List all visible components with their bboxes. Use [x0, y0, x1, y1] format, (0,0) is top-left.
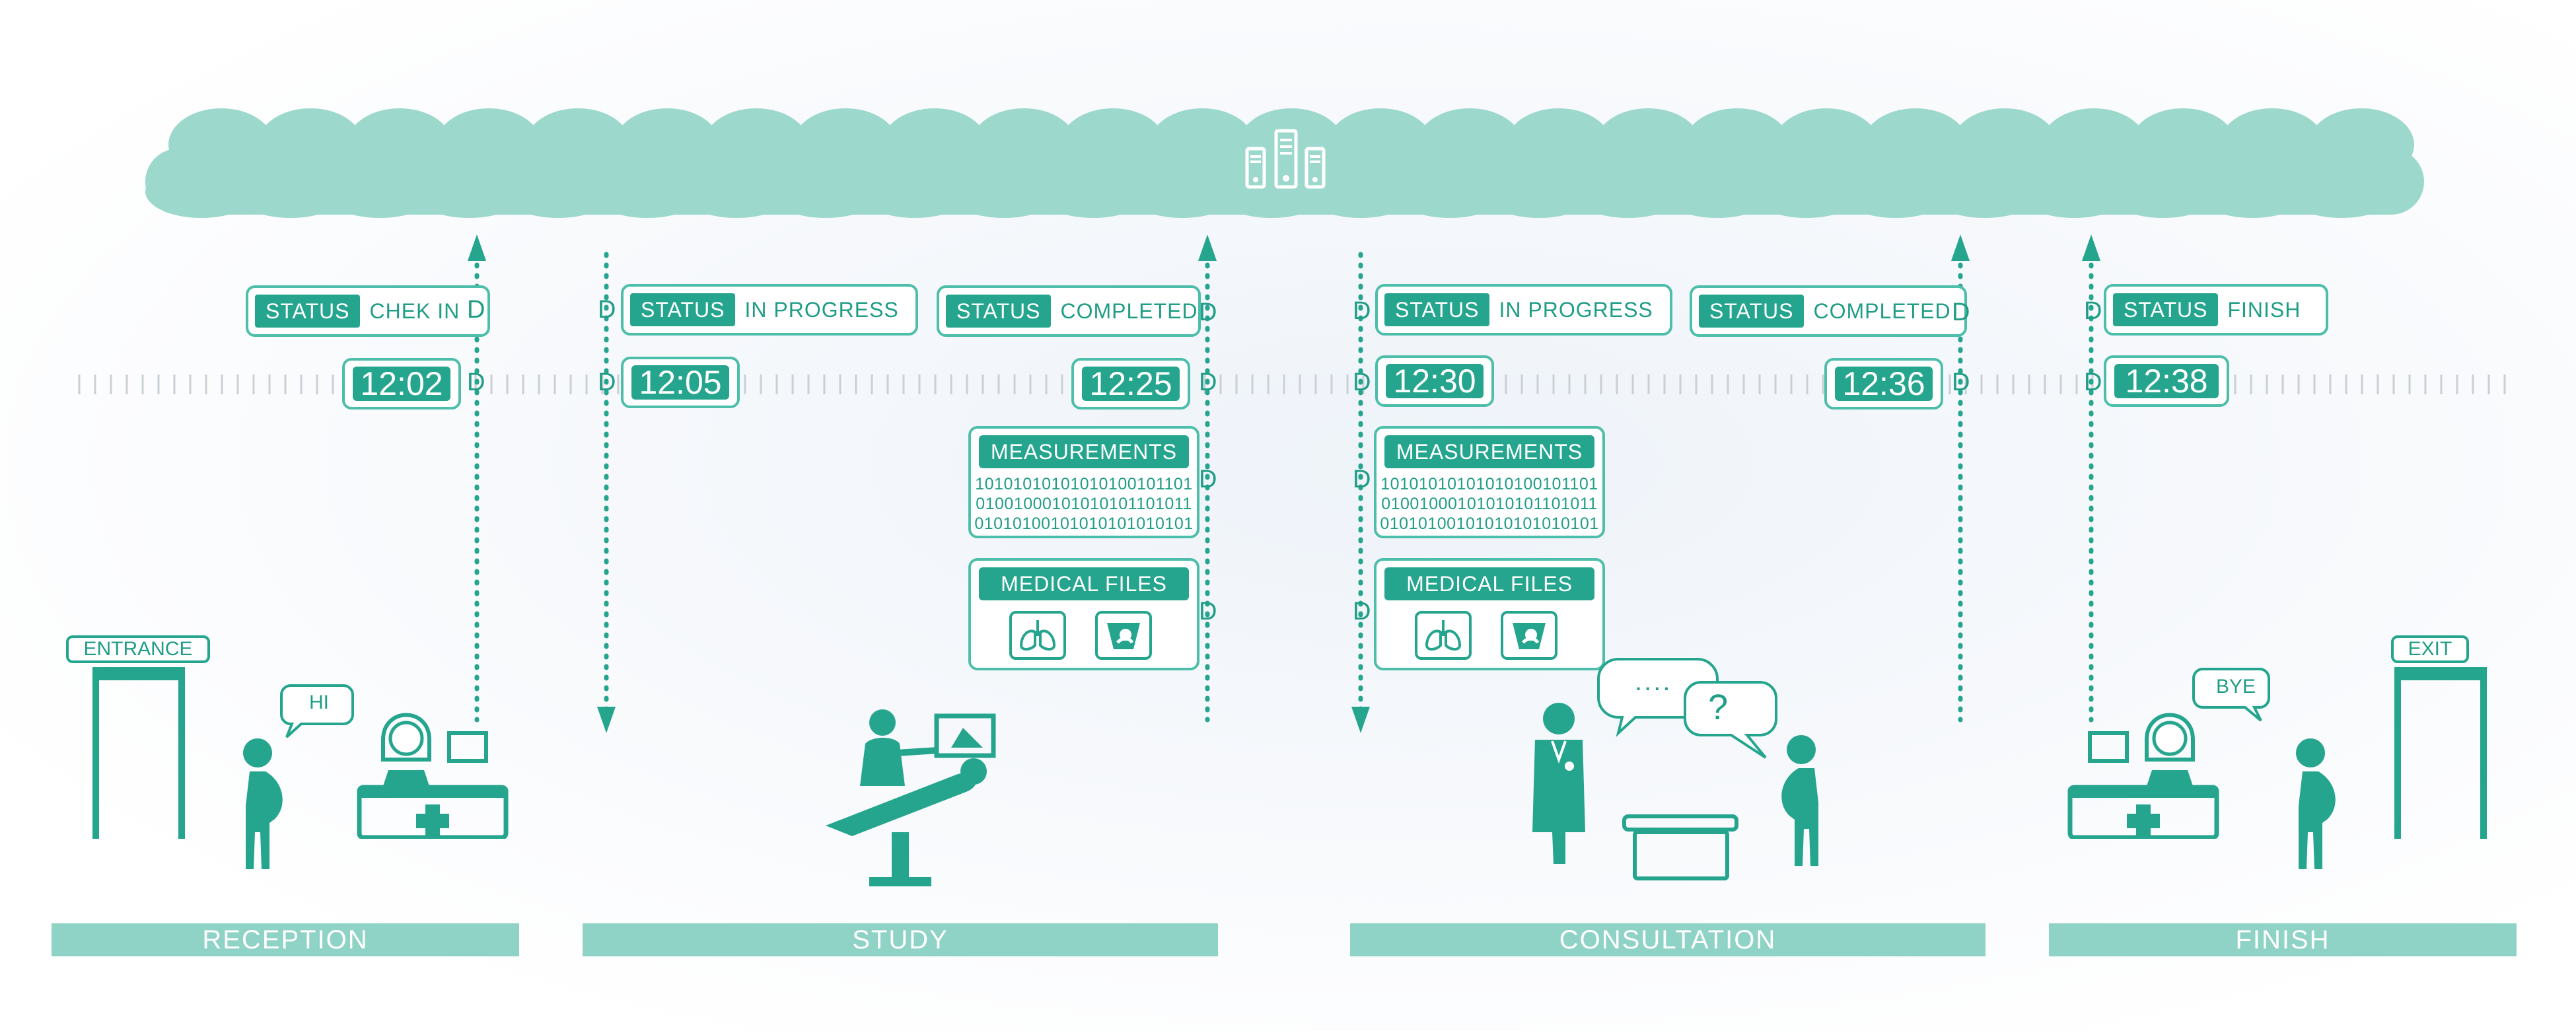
ultrasound-exam-icon — [826, 709, 996, 886]
time-box: 12:25 — [1071, 358, 1190, 409]
time-box: 12:30 — [1375, 355, 1494, 407]
time-value: 12:36 — [1835, 365, 1933, 402]
measurements-box: MEASUREMENTS 10101010101010100101101 010… — [1374, 426, 1605, 538]
arrow-down-icon — [1351, 707, 1370, 733]
time-value: 12:25 — [1082, 365, 1180, 402]
status-tag: STATUS — [2113, 293, 2219, 326]
status-value: COMPLETED — [1813, 299, 1951, 323]
status-value: COMPLETED — [1060, 299, 1198, 323]
time-value: 12:30 — [1386, 363, 1484, 400]
data-marker: D — [1353, 369, 1371, 396]
arrow-up-icon — [468, 234, 486, 261]
exit-gate-icon — [2394, 667, 2487, 839]
time-box: 12:05 — [621, 357, 740, 408]
stage-bar-study: STUDY — [583, 923, 1218, 956]
measurements-box: MEASUREMENTS 10101010101010100101101 010… — [968, 426, 1199, 538]
speech-bubble-hi — [280, 684, 354, 738]
stage-bar-finish: FINISH — [2049, 923, 2517, 956]
time-box: 12:02 — [342, 358, 461, 409]
time-value: 12:05 — [631, 364, 729, 401]
time-value: 12:38 — [2114, 363, 2219, 400]
data-marker: D — [1952, 369, 1970, 396]
receptionist-desk-icon — [2067, 713, 2219, 839]
data-marker: D — [1952, 299, 1970, 326]
bubble-hi-text: HI — [309, 692, 329, 713]
measurements-title: MEASUREMENTS — [1384, 435, 1594, 468]
doctor-icon — [1532, 703, 1585, 864]
status-box-completed: STATUS COMPLETED — [937, 285, 1201, 337]
lungs-icon — [1009, 611, 1066, 660]
stage-bar-consultation: CONSULTATION — [1350, 923, 1986, 956]
receptionist-desk-icon — [357, 713, 509, 839]
cloud-lobe — [2285, 165, 2398, 218]
binary-line: 01001000101010101101011 — [976, 495, 1192, 513]
data-marker: D — [1199, 466, 1217, 493]
bubble-dots-text: .... — [1635, 667, 1672, 696]
time-value: 12:02 — [353, 365, 450, 402]
entrance-gate-icon — [92, 667, 185, 839]
measurements-title: MEASUREMENTS — [979, 435, 1189, 468]
lungs-icon — [1415, 611, 1472, 660]
data-marker: D — [1199, 299, 1217, 326]
status-tag: STATUS — [946, 295, 1052, 328]
pregnant-patient-icon — [1781, 735, 1818, 866]
binary-line: 01001000101010101101011 — [1381, 495, 1598, 513]
medical-files-title: MEDICAL FILES — [1384, 567, 1594, 600]
arrow-up-icon — [1198, 234, 1217, 261]
pregnant-patient-icon — [2296, 738, 2336, 869]
entrance-label: ENTRANCE — [66, 635, 210, 663]
data-marker: D — [2084, 369, 2102, 396]
status-tag: STATUS — [1699, 295, 1805, 328]
data-marker: D — [1353, 598, 1371, 625]
status-box-completed: STATUS COMPLETED — [1690, 285, 1967, 337]
status-value: IN PROGRESS — [1499, 297, 1653, 322]
status-tag: STATUS — [1384, 293, 1490, 326]
data-marker: D — [1353, 466, 1371, 493]
ultrasound-icon — [1095, 611, 1152, 660]
pregnant-patient-icon — [243, 738, 283, 869]
server-icon — [1245, 129, 1326, 189]
binary-line: 10101010101010100101101 — [1380, 475, 1598, 493]
ultrasound-icon — [1501, 611, 1557, 660]
data-marker: D — [467, 369, 485, 396]
consultation-bed-icon — [1622, 814, 1738, 880]
status-tag: STATUS — [255, 295, 361, 328]
status-box-checkin: STATUS CHEK IN — [246, 285, 490, 337]
data-marker: D — [1199, 369, 1217, 396]
data-marker: D — [598, 296, 616, 324]
data-marker: D — [1353, 297, 1371, 325]
status-box-in-progress: STATUS IN PROGRESS — [1375, 284, 1672, 336]
status-box-finish: STATUS FINISH — [2104, 284, 2328, 336]
bubble-question-text: ? — [1708, 688, 1729, 727]
speech-bubble-bye — [2192, 668, 2270, 722]
data-marker: D — [2084, 297, 2102, 325]
arrow-down-icon — [597, 707, 616, 733]
medical-files-box: MEDICAL FILES — [968, 558, 1199, 670]
status-tag: STATUS — [630, 293, 736, 326]
status-value: CHEK IN — [369, 299, 460, 323]
medical-files-title: MEDICAL FILES — [979, 567, 1189, 600]
arrow-up-icon — [1951, 234, 1970, 261]
bubble-bye-text: BYE — [2216, 676, 2256, 697]
status-value: FINISH — [2227, 297, 2301, 322]
exit-label: EXIT — [2391, 635, 2469, 663]
status-value: IN PROGRESS — [744, 297, 899, 322]
binary-line: 01010100101010101010101 — [974, 515, 1194, 533]
time-box: 12:36 — [1824, 358, 1943, 409]
speech-bubble-question — [1684, 681, 1777, 759]
binary-line: 01010100101010101010101 — [1380, 515, 1599, 533]
binary-line: 10101010101010100101101 — [975, 475, 1193, 493]
data-marker: D — [1199, 598, 1217, 625]
medical-files-box: MEDICAL FILES — [1374, 558, 1605, 670]
arrow-up-icon — [2082, 234, 2100, 261]
stage-bar-reception: RECEPTION — [52, 923, 519, 956]
data-marker: D — [467, 296, 485, 324]
status-box-in-progress: STATUS IN PROGRESS — [621, 284, 918, 336]
time-box: 12:38 — [2104, 355, 2229, 407]
data-marker: D — [598, 369, 616, 396]
